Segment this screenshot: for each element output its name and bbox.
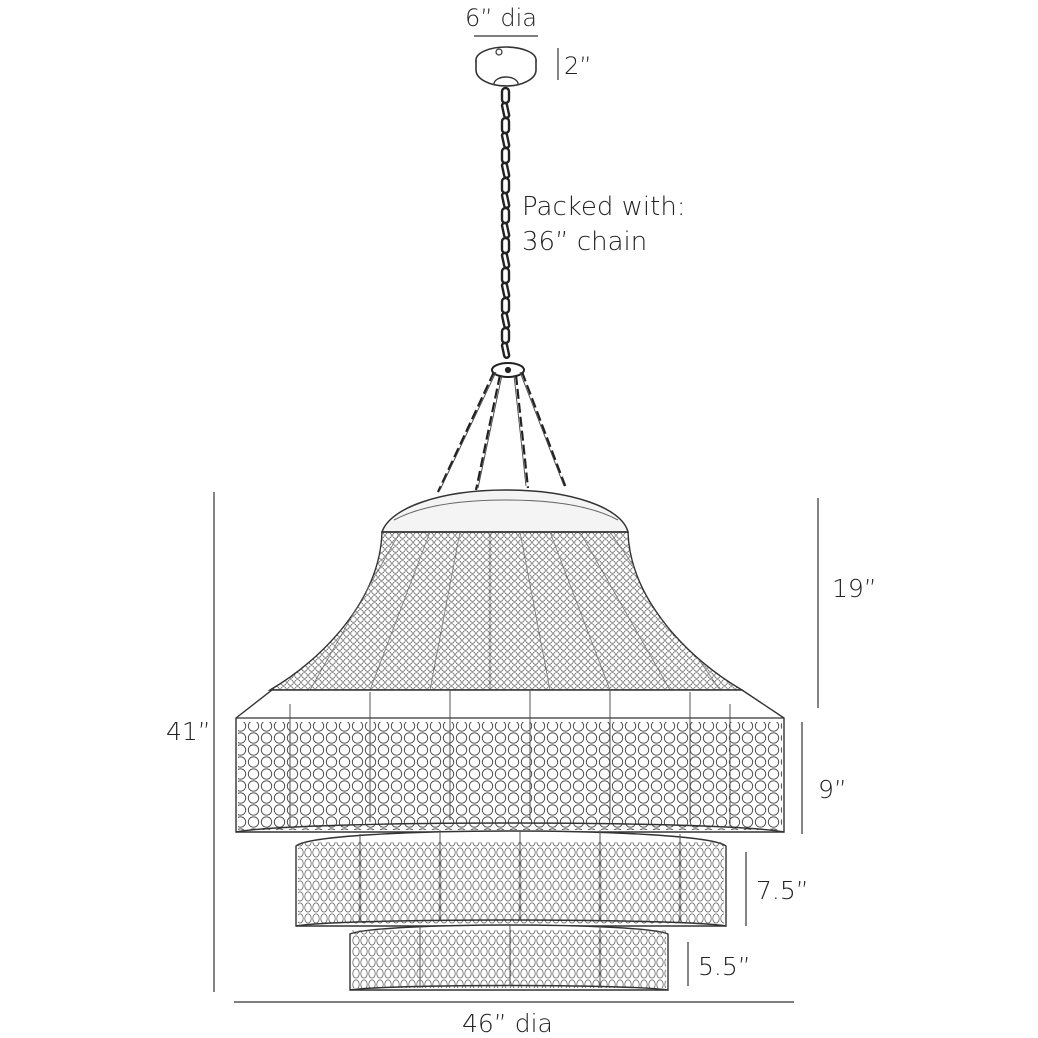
tier-1	[235, 689, 785, 833]
branch-chains	[437, 362, 568, 493]
tier-2	[295, 830, 727, 927]
upper-drum	[267, 531, 745, 691]
top-ring	[380, 489, 629, 533]
overall-height-label: 41”	[166, 717, 211, 746]
tier1-height-label: 9”	[818, 775, 847, 804]
tier2-height-label: 7.5”	[756, 876, 809, 905]
canopy-height-label: 2”	[564, 52, 592, 80]
dimension-lines	[213, 492, 819, 1003]
tier3-height-label: 5.5”	[698, 952, 751, 981]
canopy	[474, 35, 559, 87]
tier-3	[349, 924, 669, 991]
chain-note-line1: Packed with:	[522, 192, 686, 222]
chain	[500, 86, 511, 359]
chain-note-line2: 36” chain	[522, 227, 648, 257]
drum-height-label: 19”	[832, 574, 877, 603]
canopy-diameter-label: 6” dia	[465, 4, 537, 32]
overall-diameter-label: 46” dia	[462, 1009, 553, 1038]
